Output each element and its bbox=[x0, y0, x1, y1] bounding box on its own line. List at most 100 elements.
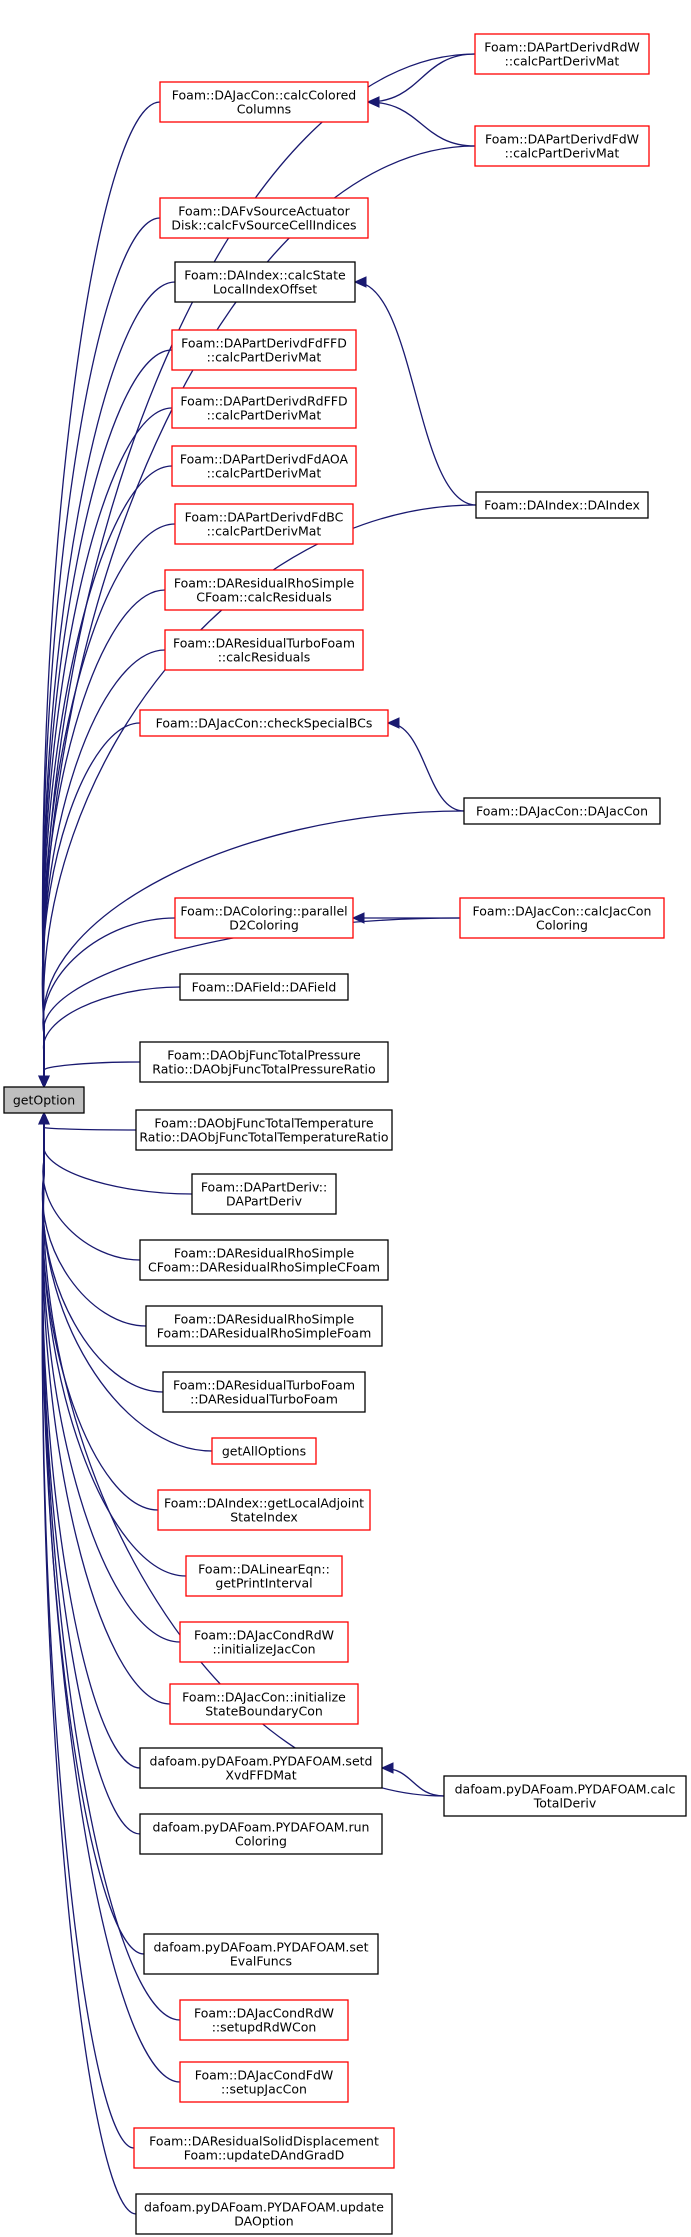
node-rhoSimple[interactable]: Foam::DAResidualRhoSimpleFoam::DAResidua… bbox=[145, 1305, 383, 1347]
edge-arrowhead bbox=[380, 1762, 394, 1774]
node-label-line: ::calcPartDerivMat bbox=[505, 146, 620, 161]
node-getAll[interactable]: getAllOptions bbox=[211, 1437, 317, 1465]
node-box bbox=[164, 569, 364, 611]
node-label-line: ::calcPartDerivMat bbox=[207, 524, 322, 539]
edge-getLocal-to-root bbox=[41, 1113, 159, 1511]
node-label-line: Foam::DAJacCondRdW bbox=[194, 2006, 334, 2021]
node-box bbox=[139, 1041, 389, 1083]
node-box bbox=[159, 197, 369, 239]
node-daField[interactable]: Foam::DAField::DAField bbox=[179, 973, 349, 1001]
edge-layer bbox=[38, 53, 477, 2215]
edge-solidDisp-to-root bbox=[41, 1113, 135, 2149]
node-box bbox=[145, 1305, 383, 1347]
edge-dRdW-to-calcColored bbox=[367, 53, 476, 103]
node-partDeriv[interactable]: Foam::DAPartDeriv::DAPartDeriv bbox=[191, 1173, 337, 1215]
node-label-line: Foam::DAObjFuncTotalTemperature bbox=[154, 1116, 374, 1131]
node-label-line: Ratio::DAObjFuncTotalPressureRatio bbox=[152, 1062, 375, 1077]
node-box bbox=[174, 261, 356, 303]
node-totalPressure[interactable]: Foam::DAObjFuncTotalPressureRatio::DAObj… bbox=[139, 1041, 389, 1083]
node-label-line: ::initializeJacCon bbox=[212, 1642, 315, 1657]
node-box bbox=[174, 503, 354, 545]
edge-dRdW-to-root bbox=[42, 53, 476, 1087]
node-label-line: ::calcPartDerivMat bbox=[207, 466, 322, 481]
node-label-line: Coloring bbox=[235, 1834, 287, 1849]
node-label-line: getPrintInterval bbox=[215, 1576, 312, 1591]
node-totalTemp[interactable]: Foam::DAObjFuncTotalTemperatureRatio::DA… bbox=[135, 1109, 393, 1151]
node-label-line: Foam::updateDAndGradD bbox=[184, 2148, 345, 2163]
node-dFdAOA[interactable]: Foam::DAPartDerivdFdAOA::calcPartDerivMa… bbox=[171, 445, 357, 487]
node-label-line: Foam::DAResidualRhoSimple bbox=[174, 576, 355, 591]
node-root[interactable]: getOption bbox=[3, 1086, 85, 1114]
node-box bbox=[164, 629, 364, 671]
node-label-line: ::calcResiduals bbox=[218, 650, 311, 665]
edge-initState-to-root bbox=[41, 1113, 171, 1705]
node-label-line: dafoam.pyDAFoam.PYDAFOAM.update bbox=[144, 2200, 384, 2215]
node-setupdRdW[interactable]: Foam::DAJacCondRdW::setupdRdWCon bbox=[179, 1999, 349, 2041]
edge-arrowhead bbox=[38, 1075, 50, 1089]
node-box bbox=[185, 1555, 343, 1597]
node-label-line: Foam::DAJacCon::initialize bbox=[182, 1690, 346, 1705]
node-jacConCtor[interactable]: Foam::DAJacCon::DAJacCon bbox=[463, 797, 661, 825]
node-rhoSimpleC[interactable]: Foam::DAResidualRhoSimpleCFoam::DAResidu… bbox=[139, 1239, 389, 1281]
node-box bbox=[474, 125, 650, 167]
edge-runColoring-to-root bbox=[41, 1113, 141, 1835]
node-box bbox=[179, 1999, 349, 2041]
node-box bbox=[157, 1489, 371, 1531]
node-initJacCon[interactable]: Foam::DAJacCondRdW::initializeJacCon bbox=[179, 1621, 349, 1663]
node-turboCtor[interactable]: Foam::DAResidualTurboFoam::DAResidualTur… bbox=[162, 1371, 366, 1413]
edge-dRdFFD-to-root bbox=[41, 407, 173, 1087]
edge-jacConCtor-to-root bbox=[42, 810, 465, 1087]
node-dFdBC[interactable]: Foam::DAPartDerivdFdBC::calcPartDerivMat bbox=[174, 503, 354, 545]
node-solidDisp[interactable]: Foam::DAResidualSolidDisplacementFoam::u… bbox=[133, 2127, 395, 2169]
node-dFdW[interactable]: Foam::DAPartDerivdFdW::calcPartDerivMat bbox=[474, 125, 650, 167]
node-box bbox=[139, 1747, 383, 1789]
edge-daIndex-to-calcState bbox=[354, 281, 477, 506]
node-label-line: Foam::DAJacCon::calcColored bbox=[172, 88, 356, 103]
node-setupJac[interactable]: Foam::DAJacCondFdW::setupJacCon bbox=[179, 2061, 349, 2103]
node-label-line: Foam::DAResidualRhoSimple bbox=[174, 1312, 355, 1327]
node-label-line: dafoam.pyDAFoam.PYDAFOAM.setd bbox=[150, 1754, 373, 1769]
node-daIndex[interactable]: Foam::DAIndex::DAIndex bbox=[475, 491, 649, 519]
edge-daIndex-to-root bbox=[42, 504, 477, 1087]
node-label-line: getAllOptions bbox=[222, 1444, 306, 1459]
node-label-line: dafoam.pyDAFoam.PYDAFOAM.set bbox=[153, 1940, 368, 1955]
node-turboCalcRes[interactable]: Foam::DAResidualTurboFoam::calcResiduals bbox=[164, 629, 364, 671]
node-dRdW[interactable]: Foam::DAPartDerivdRdW::calcPartDerivMat bbox=[474, 33, 650, 75]
edge-dFdW-to-calcColored bbox=[367, 101, 476, 147]
node-box bbox=[162, 1371, 366, 1413]
edge-dFdW-to-root bbox=[42, 145, 476, 1087]
edge-rhoSimpleC-to-root bbox=[42, 1113, 141, 1261]
node-box bbox=[133, 2127, 395, 2169]
edge-checkSpecial-to-root bbox=[41, 722, 141, 1087]
node-dRdFFD[interactable]: Foam::DAPartDerivdRdFFD::calcPartDerivMa… bbox=[171, 387, 357, 429]
node-dFdFFD[interactable]: Foam::DAPartDerivdFdFFD::calcPartDerivMa… bbox=[171, 329, 357, 371]
node-box bbox=[171, 387, 357, 429]
node-label-line: CFoam::DAResidualRhoSimpleCFoam bbox=[148, 1260, 380, 1275]
edge-parallelD2-to-root bbox=[42, 917, 176, 1087]
node-label-line: CFoam::calcResiduals bbox=[196, 590, 332, 605]
node-initState[interactable]: Foam::DAJacCon::initializeStateBoundaryC… bbox=[169, 1683, 359, 1725]
node-rhoCalcRes[interactable]: Foam::DAResidualRhoSimpleCFoam::calcResi… bbox=[164, 569, 364, 611]
edge-fvSource-to-root bbox=[41, 217, 161, 1087]
node-box bbox=[171, 329, 357, 371]
node-fvSource[interactable]: Foam::DAFvSourceActuatorDisk::calcFvSour… bbox=[159, 197, 369, 239]
node-label-line: Foam::DAPartDerivdFdW bbox=[485, 132, 639, 147]
node-checkSpecial[interactable]: Foam::DAJacCon::checkSpecialBCs bbox=[139, 709, 389, 737]
edge-arrowhead bbox=[353, 276, 367, 288]
node-label-line: Coloring bbox=[536, 918, 588, 933]
node-label-line: DAOption bbox=[234, 2214, 293, 2229]
node-printInterval[interactable]: Foam::DALinearEqn::getPrintInterval bbox=[185, 1555, 343, 1597]
node-box bbox=[459, 897, 665, 939]
edge-totalTemp-to-root bbox=[43, 1113, 137, 1131]
